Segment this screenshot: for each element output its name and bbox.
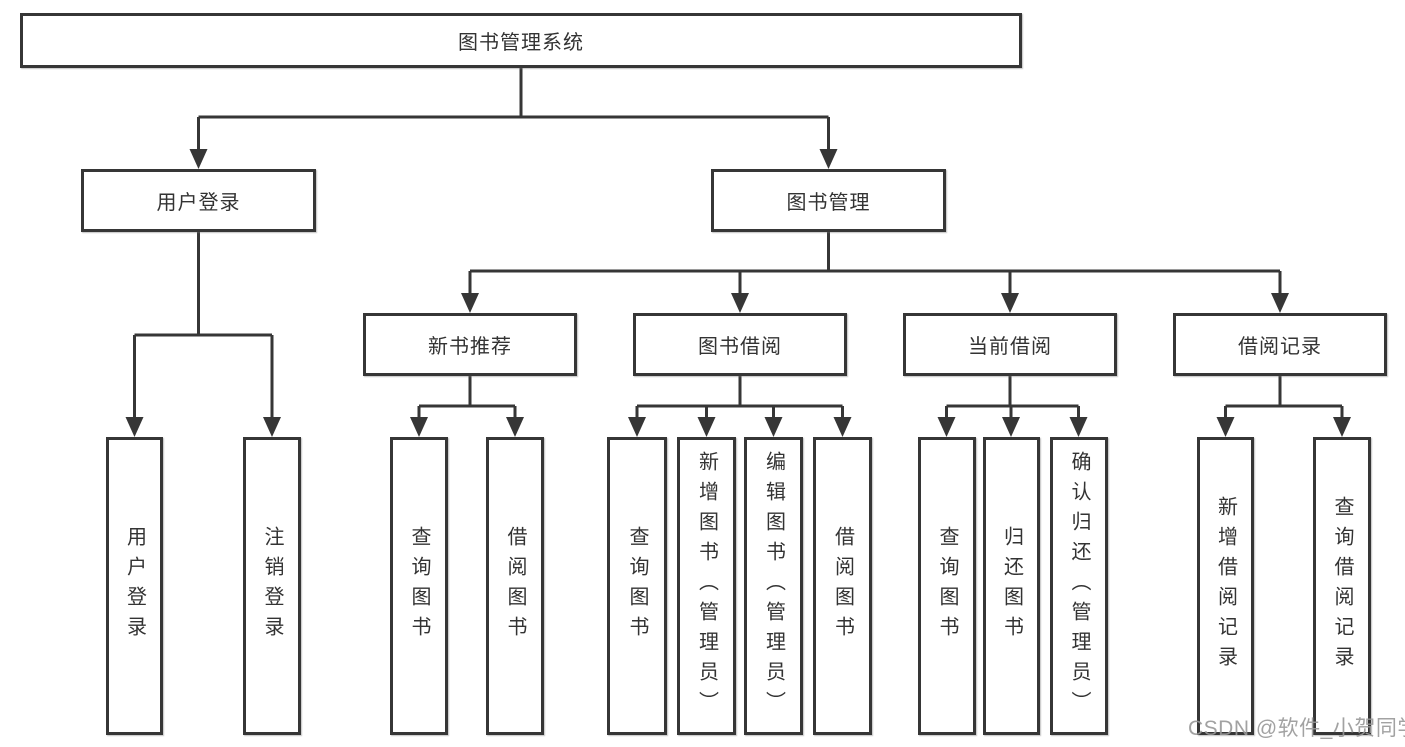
leaf-edit-book-admin: 编辑图书（管理员）	[744, 437, 803, 735]
leaf-borrow-books-recommend: 借阅图书	[486, 437, 544, 735]
leaf-confirm-return-admin: 确认归还（管理员）	[1050, 437, 1108, 735]
leaf-query-books-recommend: 查询图书	[390, 437, 448, 735]
node-user-login: 用户登录	[81, 169, 316, 232]
node-new-book-recommendation: 新书推荐	[363, 313, 577, 376]
node-book-borrowing: 图书借阅	[633, 313, 847, 376]
leaf-query-books-current: 查询图书	[918, 437, 976, 735]
arrowheads	[125, 149, 1351, 437]
leaf-query-borrow-record: 查询借阅记录	[1313, 437, 1371, 735]
leaf-logout: 注销登录	[243, 437, 301, 735]
csdn-watermark: CSDN @软件_小贺同学	[1188, 717, 1405, 740]
leaf-add-book-admin: 新增图书（管理员）	[677, 437, 736, 735]
node-current-borrowing: 当前借阅	[903, 313, 1117, 376]
leaf-borrow-books-borrowing: 借阅图书	[813, 437, 872, 735]
node-book-management: 图书管理	[711, 169, 946, 232]
leaf-add-borrow-record: 新增借阅记录	[1197, 437, 1254, 735]
node-library-management-system: 图书管理系统	[20, 13, 1022, 68]
leaf-return-books: 归还图书	[983, 437, 1040, 735]
leaf-user-login: 用户登录	[106, 437, 163, 735]
leaf-query-books-borrowing: 查询图书	[607, 437, 667, 735]
node-borrowing-records: 借阅记录	[1173, 313, 1387, 376]
